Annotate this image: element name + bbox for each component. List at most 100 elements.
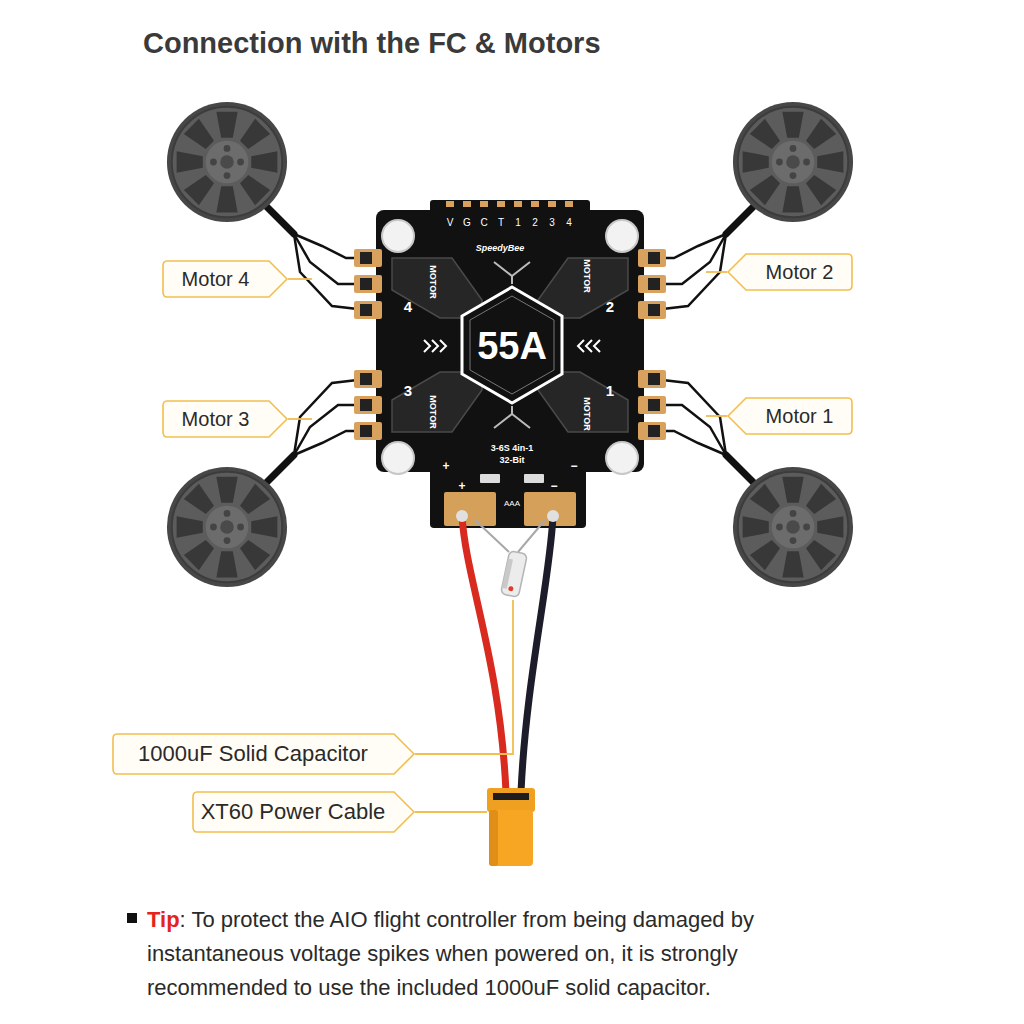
motor: [733, 102, 853, 222]
leader-line: [288, 418, 312, 420]
callout-text: Motor 4: [162, 260, 269, 298]
chevron: [494, 414, 530, 428]
power-pad: [444, 492, 496, 526]
callout-text: 1000uF Solid Capacitor: [112, 733, 394, 775]
capacitor-stripe: [502, 558, 513, 588]
motor-number: 4: [404, 299, 412, 314]
bullet-square: [127, 913, 137, 923]
signal-pad: [463, 201, 471, 207]
callout-shape: [193, 792, 414, 832]
callout-text: XT60 Power Cable: [192, 791, 394, 833]
board-text: AAA: [504, 500, 520, 508]
motor: [733, 467, 853, 587]
tip-heading: Tip: [147, 907, 180, 932]
chevron: [594, 340, 600, 352]
board-panel: [392, 372, 482, 432]
motor-number: 2: [606, 299, 614, 314]
tip-text: : To protect the AIO flight controller f…: [147, 907, 754, 1000]
chevron: [440, 340, 446, 352]
chevron: [511, 406, 513, 414]
board-text: MOTOR: [428, 395, 437, 428]
pin-name: T: [498, 218, 504, 228]
leader-line: [415, 811, 487, 813]
callout-tag: Motor 4: [162, 260, 288, 298]
tip-paragraph: Tip: To protect the AIO flight controlle…: [147, 903, 847, 1005]
callout-shape: [163, 261, 287, 297]
leader-line: [706, 271, 727, 273]
leader-line: [415, 600, 513, 754]
callout-tag: 1000uF Solid Capacitor: [112, 733, 415, 775]
pin-name: G: [463, 218, 471, 228]
pin-name: 2: [532, 218, 538, 228]
page-title: Connection with the FC & Motors: [143, 26, 601, 61]
callout-shape: [728, 254, 852, 290]
xt60-shade: [489, 810, 498, 866]
polarity-mark: +: [458, 480, 465, 492]
motor-wires: [266, 206, 382, 319]
leader-line: [288, 278, 312, 280]
callout-text: Motor 2: [746, 253, 853, 291]
pin-name: 4: [566, 218, 572, 228]
signal-pad: [497, 201, 505, 207]
signal-pad: [480, 201, 488, 207]
chevron: [494, 262, 530, 276]
board-text: MOTOR: [582, 397, 591, 430]
board-panel: [392, 258, 482, 318]
connector-socket: [480, 474, 500, 483]
board-power-tab: [430, 462, 586, 528]
signal-pad: [514, 201, 522, 207]
board-text: MOTOR: [428, 265, 437, 298]
chevron: [586, 340, 592, 352]
motor-number: 1: [606, 383, 614, 398]
callout-text: Motor 3: [162, 400, 269, 438]
xt60-top: [487, 788, 535, 812]
leader-line: [706, 415, 727, 417]
motor-number: 3: [404, 383, 412, 398]
capacitor-mark: [508, 586, 514, 592]
connector-socket: [524, 474, 544, 483]
motor-wires: [266, 370, 382, 483]
pin-name: V: [447, 218, 454, 228]
chevron: [432, 340, 438, 352]
callout-text: Motor 1: [746, 397, 853, 435]
xt60-body: [489, 810, 533, 866]
signal-pad: [565, 201, 573, 207]
red-power-wire: [462, 516, 506, 792]
mounting-hole: [606, 220, 638, 252]
current-rating: 55A: [477, 327, 547, 365]
polarity-mark: −: [550, 480, 557, 492]
esc-board: [376, 210, 644, 472]
pin-name: C: [480, 218, 487, 228]
polarity-mark: −: [570, 460, 577, 472]
capacitor-lead: [518, 520, 545, 552]
motor: [167, 102, 287, 222]
pin-name: 3: [549, 218, 555, 228]
capacitor-lead: [475, 520, 509, 552]
chevron: [424, 340, 430, 352]
hex-badge: [462, 287, 562, 403]
pin-name: 1: [515, 218, 521, 228]
mounting-hole: [606, 442, 638, 474]
callout-tag: Motor 3: [162, 400, 288, 438]
chevron: [511, 276, 513, 284]
hex-inner: [470, 296, 554, 394]
polarity-mark: +: [442, 460, 449, 472]
capacitor: [501, 551, 528, 598]
motor-wires: [638, 370, 754, 483]
callout-shape: [728, 398, 852, 434]
solder-joint: [547, 510, 559, 522]
xt60-trim: [493, 793, 529, 800]
board-text: 3-6S 4in-1: [491, 444, 534, 453]
board-text: 32-Bit: [499, 456, 524, 465]
callout-tag: Motor 2: [727, 253, 853, 291]
callout-tag: XT60 Power Cable: [192, 791, 415, 833]
callout-tag: Motor 1: [727, 397, 853, 435]
capacitor-body: [501, 551, 528, 598]
signal-pad: [548, 201, 556, 207]
mounting-hole: [382, 442, 414, 474]
brand-logo: SpeedyBee: [476, 244, 525, 253]
power-pad: [524, 492, 576, 526]
motor: [167, 467, 287, 587]
